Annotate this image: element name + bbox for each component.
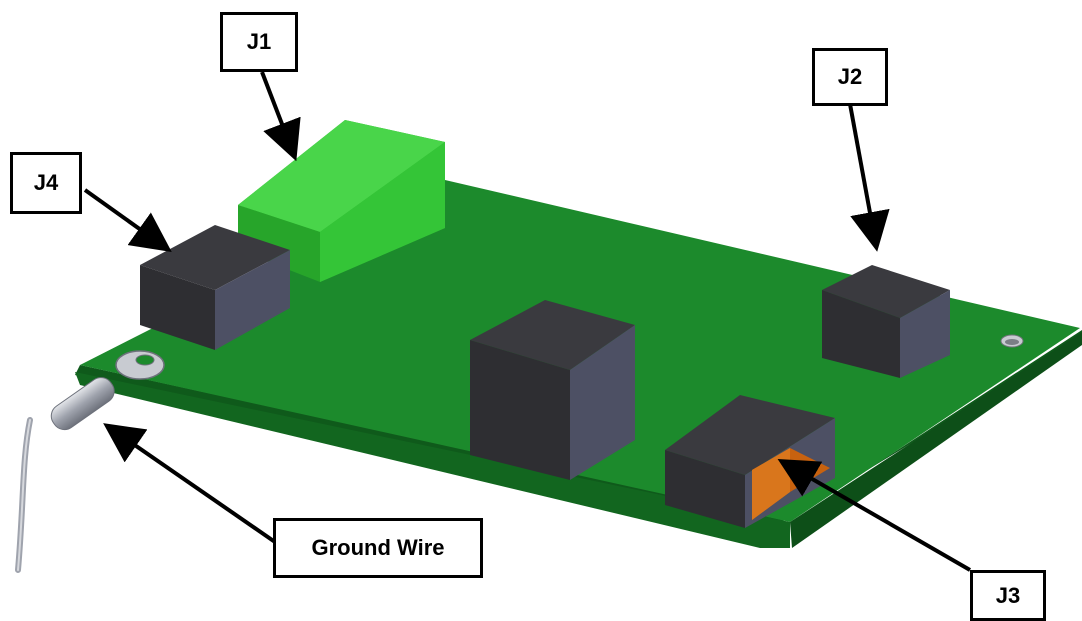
arrow-j3: [777, 459, 971, 572]
arrow-j2: [848, 103, 890, 252]
center-component: [470, 300, 635, 480]
callout-j1: J1: [220, 12, 298, 72]
arrow-j1: [260, 71, 301, 162]
callout-ground-wire: Ground Wire: [273, 518, 483, 578]
arrow-j4: [83, 188, 172, 252]
j4-connector: [140, 225, 290, 350]
leader-arrows: [83, 71, 971, 572]
j2-connector: [822, 265, 950, 378]
ground-wire: [15, 350, 165, 573]
callout-j4: J4: [10, 152, 82, 214]
callout-j3: J3: [970, 570, 1046, 621]
j1-connector: [238, 120, 445, 282]
arrow-ground-wire: [103, 423, 277, 544]
callout-j2: J2: [812, 48, 888, 106]
